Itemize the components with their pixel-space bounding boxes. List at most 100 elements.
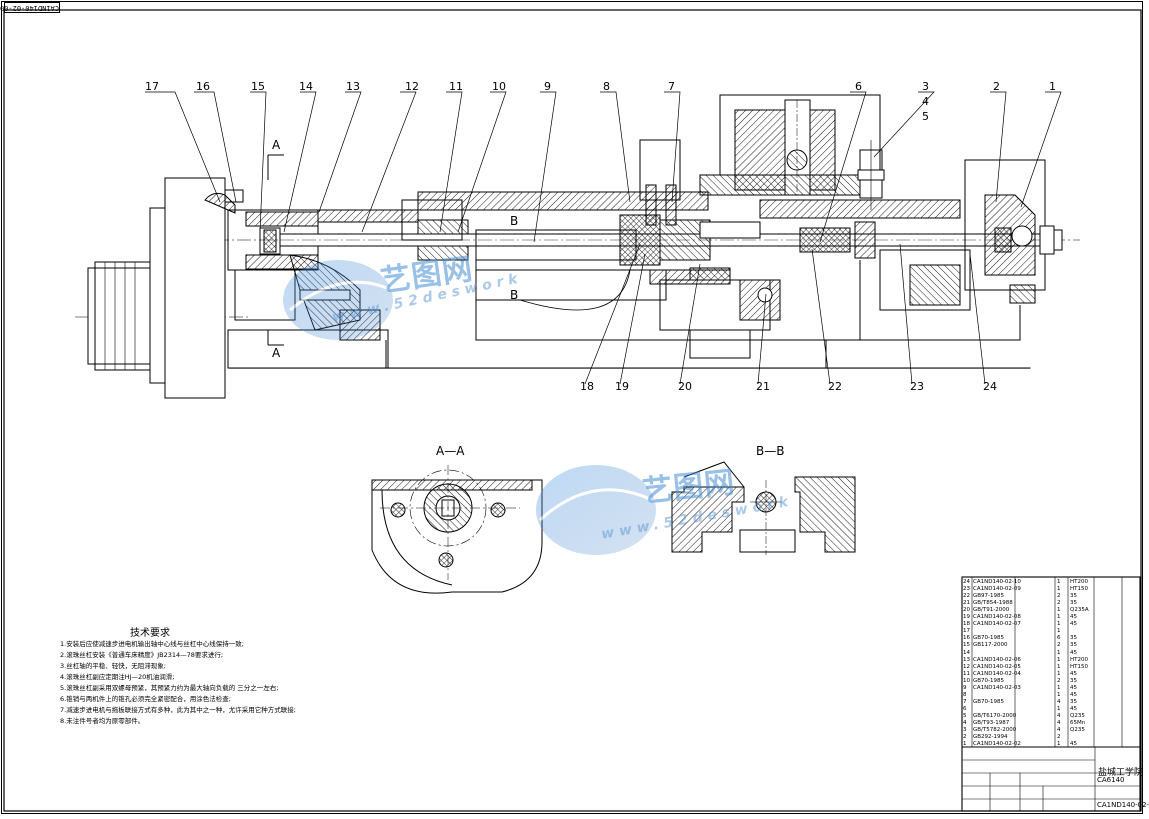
bom-cell-mat: Q235 (1070, 727, 1096, 734)
bom-cell-code: CA1ND140-02-05 (973, 664, 1015, 671)
bom-cell-no: 14 (963, 650, 972, 657)
callout-13: 13 (346, 80, 360, 93)
note-line: 5.滚珠丝杠副采用双螺母预紧，其预紧力约为最大轴向负载的 三分之一左右; (60, 682, 278, 692)
bom-cell-code: CA1ND140-02-09 (973, 586, 1015, 593)
callout-20: 20 (678, 380, 692, 393)
bom-cell-qty: 4 (1057, 713, 1069, 720)
bom-cell-code: CA1ND140-02-03 (973, 685, 1015, 692)
bom-cell-mat: HT200 (1070, 579, 1096, 586)
bom-cell-code: GB/T5782-2000 (973, 727, 1015, 734)
bom-cell-no: 22 (963, 593, 972, 600)
bom-cell-qty: 6 (1057, 635, 1069, 642)
callout-11: 11 (449, 80, 463, 93)
bom-cell-qty: 1 (1057, 650, 1069, 657)
bom-cell-no: 23 (963, 586, 972, 593)
bom-cell-mat: HT150 (1070, 586, 1096, 593)
bom-cell-qty: 2 (1057, 600, 1069, 607)
bom-cell-qty: 1 (1057, 741, 1069, 748)
drawing-title: CA6140 (1097, 776, 1125, 784)
bom-cell-qty: 4 (1057, 727, 1069, 734)
bom-cell-no: 18 (963, 621, 972, 628)
bom-cell-code: GB117-2000 (973, 642, 1015, 649)
bom-cell-mat: 45 (1070, 741, 1096, 748)
bom-cell-code: GB97-1985 (973, 593, 1015, 600)
bom-cell-qty: 1 (1057, 657, 1069, 664)
bom-cell-mat: 35 (1070, 593, 1096, 600)
note-line: 4.滚珠丝杠副应定期注HJ—20机油润滑; (60, 671, 174, 681)
bom-cell-mat: 45 (1070, 685, 1096, 692)
callout-12: 12 (405, 80, 419, 93)
bom-cell-qty: 1 (1057, 614, 1069, 621)
bom-cell-qty: 2 (1057, 734, 1069, 741)
section-mark-a-bottom: A (272, 346, 280, 360)
bom-cell-mat: Q235A (1070, 607, 1096, 614)
callout-2: 2 (993, 80, 1000, 93)
corner-drawing-code: CA1ND140-02-00 (4, 2, 60, 13)
bom-cell-no: 12 (963, 664, 972, 671)
section-mark-b-top: B (510, 214, 518, 228)
note-line: 6.锥销与两机件上的锥孔必须完全紧密配合，用涂色法检查; (60, 693, 231, 703)
callout-21: 21 (756, 380, 770, 393)
bom-cell-no: 6 (963, 706, 972, 713)
bom-cell-qty: 4 (1057, 720, 1069, 727)
note-line: 3.丝杠轴的平稳、轻快，无阻滞现象; (60, 660, 166, 670)
bom-cell-code: GB70-1985 (973, 635, 1015, 642)
callout-5: 5 (922, 110, 929, 123)
stepper-motor (88, 178, 243, 398)
bom-cell-no: 2 (963, 734, 972, 741)
callout-9: 9 (544, 80, 551, 93)
bom-cell-mat: 35 (1070, 600, 1096, 607)
bom-cell-no: 15 (963, 642, 972, 649)
bom-cell-qty: 1 (1057, 685, 1069, 692)
bom-cell-qty: 1 (1057, 664, 1069, 671)
bom-cell-code: CA1ND140-02-07 (973, 621, 1015, 628)
bom-cell-qty: 1 (1057, 671, 1069, 678)
callout-19: 19 (615, 380, 629, 393)
bom-cell-code: CA1ND140-02-06 (973, 657, 1015, 664)
bom-cell-no: 1 (963, 741, 972, 748)
bom-cell-mat: HT150 (1070, 664, 1096, 671)
bom-cell-qty: 1 (1057, 607, 1069, 614)
callout-10: 10 (492, 80, 506, 93)
note-line: 8.未注件号者均为原零部件。 (60, 715, 144, 725)
bom-cell-qty: 1 (1057, 586, 1069, 593)
bom-cell-mat: 45 (1070, 621, 1096, 628)
callout-1: 1 (1049, 80, 1056, 93)
bom-cell-mat: 65Mn (1070, 720, 1096, 727)
callout-7: 7 (668, 80, 675, 93)
bom-cell-qty: 1 (1057, 706, 1069, 713)
bom-cell-mat: 45 (1070, 671, 1096, 678)
bom-cell-no: 20 (963, 607, 972, 614)
bom-cell-no: 24 (963, 579, 972, 586)
callout-8: 8 (603, 80, 610, 93)
bom-cell-no: 11 (963, 671, 972, 678)
bom-cell-mat: Q235 (1070, 713, 1096, 720)
callout-23: 23 (910, 380, 924, 393)
bom-cell-mat: 35 (1070, 642, 1096, 649)
section-a-a (372, 465, 542, 593)
callout-15: 15 (251, 80, 265, 93)
section-b-title: B—B (756, 444, 784, 458)
bom-cell-qty: 2 (1057, 678, 1069, 685)
callout-22: 22 (828, 380, 842, 393)
bom-cell-code: GB70-1985 (973, 699, 1015, 706)
bom-cell-code: GB/T91-2000 (973, 607, 1015, 614)
bom-cell-code: CA1ND140-02-04 (973, 671, 1015, 678)
bom-cell-no: 16 (963, 635, 972, 642)
section-mark-b-bottom: B (510, 288, 518, 302)
bom-cell-no: 3 (963, 727, 972, 734)
